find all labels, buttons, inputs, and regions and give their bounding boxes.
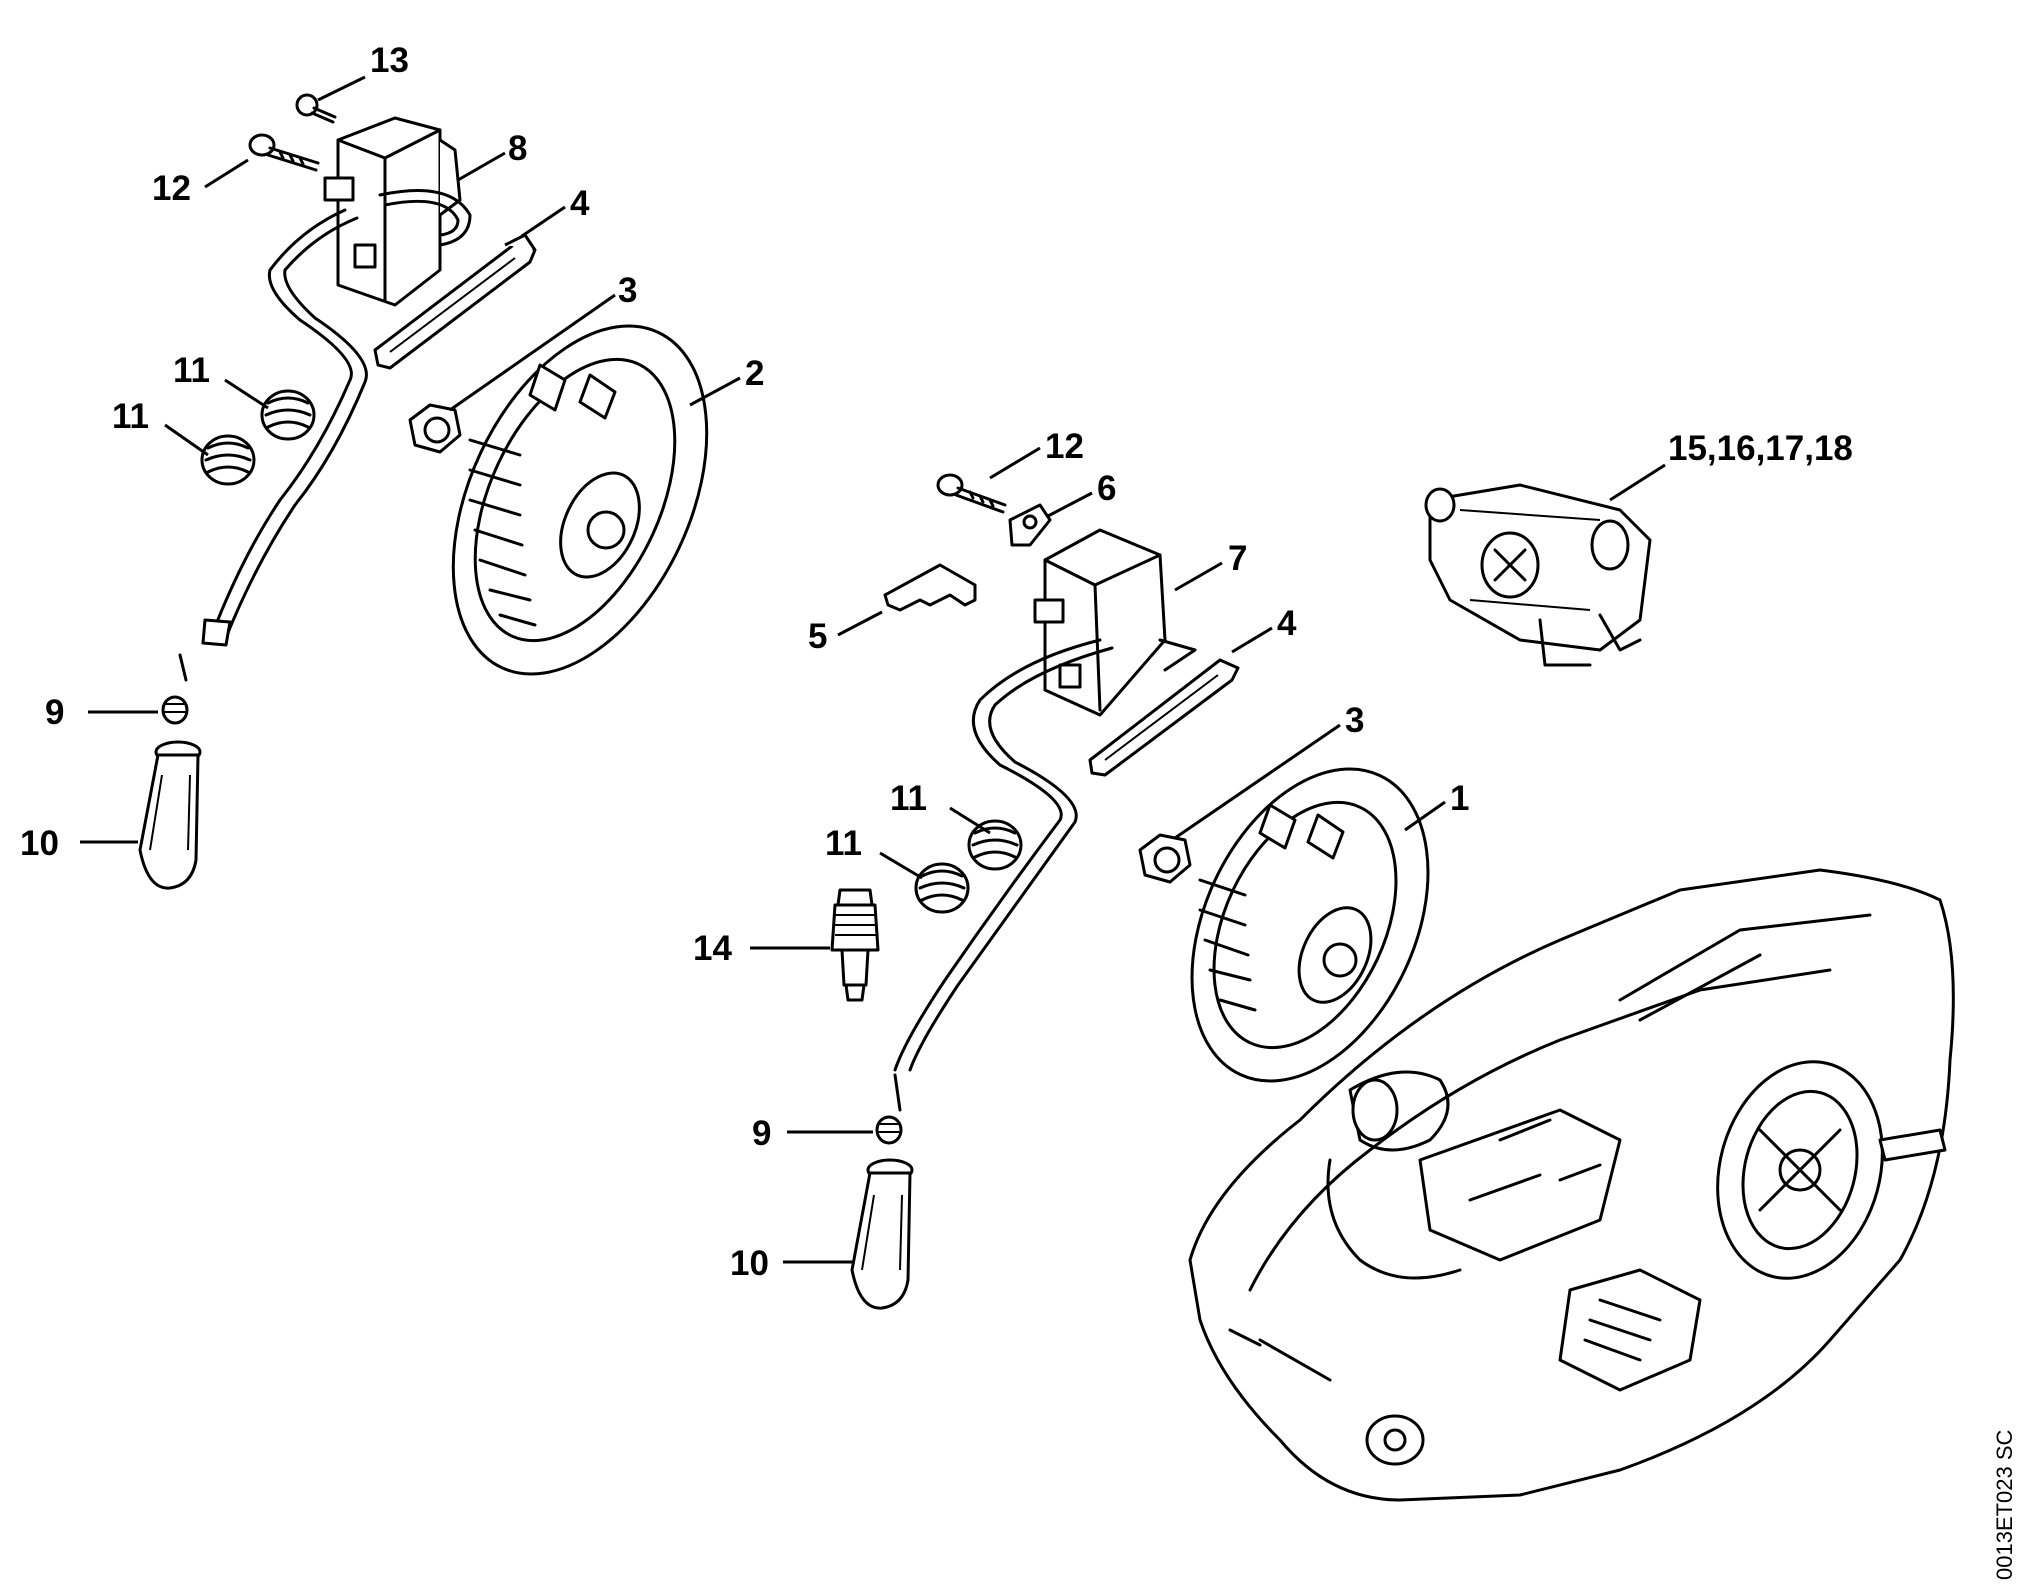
callout-14: 14 [693, 929, 732, 968]
callout-15-16-17-18: 15,16,17,18 [1668, 429, 1853, 468]
screw-13-part [295, 93, 337, 124]
spring-9-left-part [161, 653, 189, 725]
callout-12-middle: 12 [1045, 427, 1084, 466]
callout-12-left: 12 [152, 169, 191, 208]
callout-1: 1 [1450, 779, 1469, 818]
callout-10-middle: 10 [730, 1244, 769, 1283]
carburetor-15-18-part [1424, 483, 1652, 667]
callout-6: 6 [1097, 469, 1116, 508]
spring-11-left-b-part [260, 389, 316, 441]
screw-12-part [248, 133, 320, 172]
ignition-lead-middle [893, 638, 1114, 1072]
callout-11-middle-b: 11 [825, 824, 862, 863]
spark-plug-boot-10-middle-part [850, 1158, 914, 1310]
callout-labels: 13 12 8 4 3 2 11 11 9 10 12 6 7 5 4 3 1 … [20, 41, 1853, 1283]
callout-9-left: 9 [45, 693, 64, 732]
spring-11-middle-a-part [914, 862, 970, 914]
screw-12-middle-part [936, 473, 1007, 514]
spark-plug-14-part [830, 888, 880, 1002]
engine-housing-part [1188, 868, 1955, 1502]
flywheel-1-part [1190, 767, 1430, 1083]
ignition-module-7-part [1033, 528, 1167, 717]
callout-8: 8 [508, 129, 527, 168]
callout-2: 2 [745, 354, 764, 393]
callout-4-left: 4 [570, 184, 590, 223]
callout-5: 5 [808, 617, 827, 656]
spring-11-middle-b-part [967, 819, 1023, 871]
callout-11-left-a: 11 [173, 351, 210, 390]
left-ignition-assembly [138, 93, 709, 890]
spring-11-left-a-part [200, 434, 256, 486]
spring-9-middle-part [875, 1073, 903, 1145]
callout-4-middle: 4 [1277, 604, 1297, 643]
guide-4-middle-part [1088, 658, 1240, 777]
callout-10-left: 10 [20, 824, 59, 863]
ignition-module-8-part [323, 116, 462, 307]
callout-13: 13 [370, 41, 409, 80]
leader-lines [80, 75, 1666, 1264]
clip-6-part [1008, 503, 1052, 547]
flywheel-2-part [451, 324, 709, 676]
callout-11-left-b: 11 [112, 397, 149, 436]
callout-9-middle: 9 [752, 1114, 771, 1153]
contact-5-part [883, 563, 977, 612]
spark-plug-boot-10-left-part [138, 740, 202, 890]
nut-3-middle-part [1138, 833, 1192, 884]
callout-3-middle: 3 [1345, 701, 1364, 740]
middle-ignition-assembly [830, 473, 1430, 1310]
ignition-lead-left [208, 208, 368, 642]
drawing-reference: 0013ET023 SC [1992, 1429, 2017, 1580]
callout-7: 7 [1228, 539, 1247, 578]
callout-11-middle-a: 11 [890, 779, 927, 818]
callout-3-left: 3 [618, 271, 637, 310]
nut-3-left-part [408, 403, 462, 454]
